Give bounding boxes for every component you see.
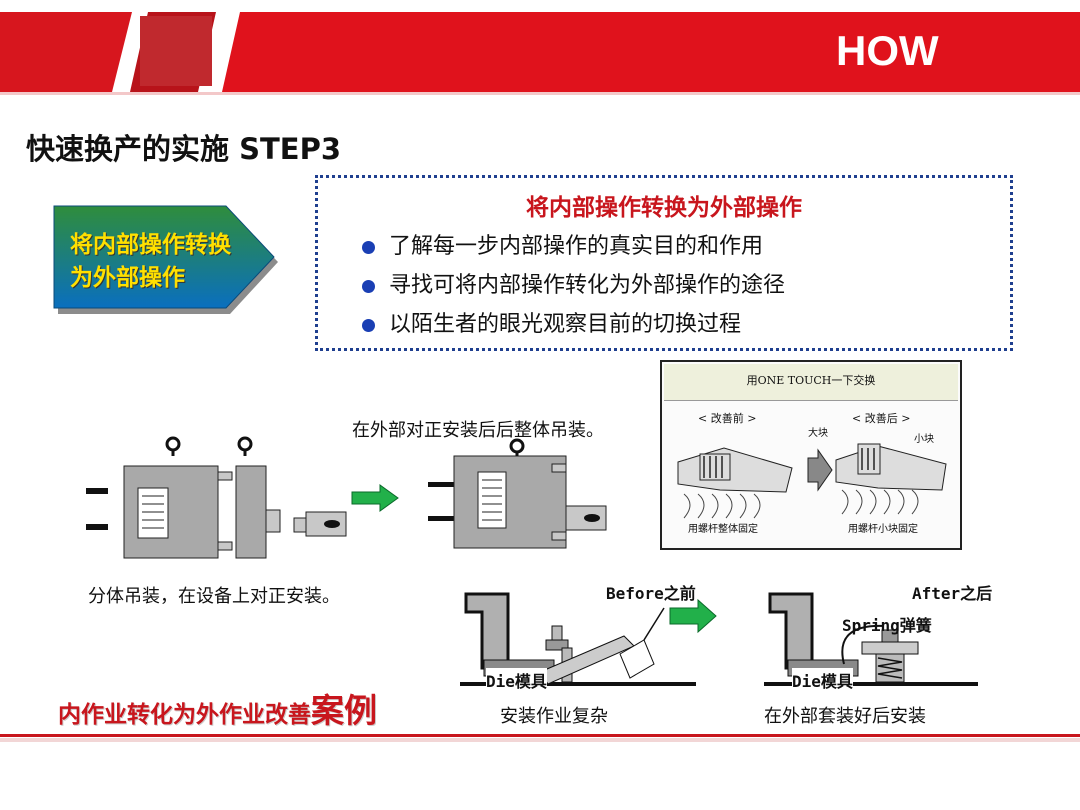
page-title: 快速换产的实施 STEP3 bbox=[26, 132, 342, 166]
mold-illustration bbox=[86, 436, 607, 559]
case-title: 内作业转化为外作业改善案例 bbox=[58, 691, 377, 730]
before-label: Before之前 bbox=[606, 584, 696, 603]
info-box bbox=[315, 175, 1013, 351]
spring-label: Spring弹簧 bbox=[842, 616, 932, 635]
caption-external-install: 在外部套装好后安装 bbox=[764, 706, 926, 727]
photo-sketch bbox=[677, 443, 947, 519]
side-arrow-label: 将内部操作转换为外部操作 bbox=[70, 232, 231, 291]
after-label: After之后 bbox=[912, 584, 993, 603]
photo-header bbox=[664, 364, 958, 401]
info-bullet: 寻找可将内部操作转化为外部操作的途径 bbox=[362, 267, 785, 299]
caption-whole-lift: 在外部对正安装后后整体吊装。 bbox=[352, 420, 604, 441]
how-badge: HOW bbox=[836, 27, 939, 74]
photo-header-text: 用ONE TOUCH一下交换 bbox=[746, 374, 876, 387]
side-arrow-shape bbox=[53, 205, 278, 314]
photo-before-label: < 改善前 > bbox=[698, 412, 757, 425]
footer-rule bbox=[0, 734, 1080, 737]
photo-after-caption: 用螺杆小块固定 bbox=[848, 524, 918, 535]
header-band bbox=[0, 12, 1080, 95]
photo-small-block: 小块 bbox=[914, 434, 934, 445]
bullet-dot-icon bbox=[362, 240, 375, 254]
die-label-left: Die模具 bbox=[486, 668, 547, 692]
bullet-dot-icon bbox=[362, 279, 375, 293]
photo-big-block: 大块 bbox=[808, 428, 828, 439]
info-bullet: 了解每一步内部操作的真实目的和作用 bbox=[362, 228, 763, 260]
info-box-title: 将内部操作转换为外部操作 bbox=[526, 195, 802, 221]
photo-before-caption: 用螺杆整体固定 bbox=[688, 524, 758, 535]
photo-after-label: < 改善后 > bbox=[852, 412, 911, 425]
die-label-right: Die模具 bbox=[792, 668, 853, 692]
caption-split-lift: 分体吊装，在设备上对正安装。 bbox=[88, 586, 340, 607]
bullet-dot-icon bbox=[362, 318, 375, 332]
info-bullet: 以陌生者的眼光观察目前的切换过程 bbox=[362, 306, 741, 338]
caption-complex-install: 安装作业复杂 bbox=[500, 706, 608, 727]
footer-shadow bbox=[0, 738, 1080, 742]
